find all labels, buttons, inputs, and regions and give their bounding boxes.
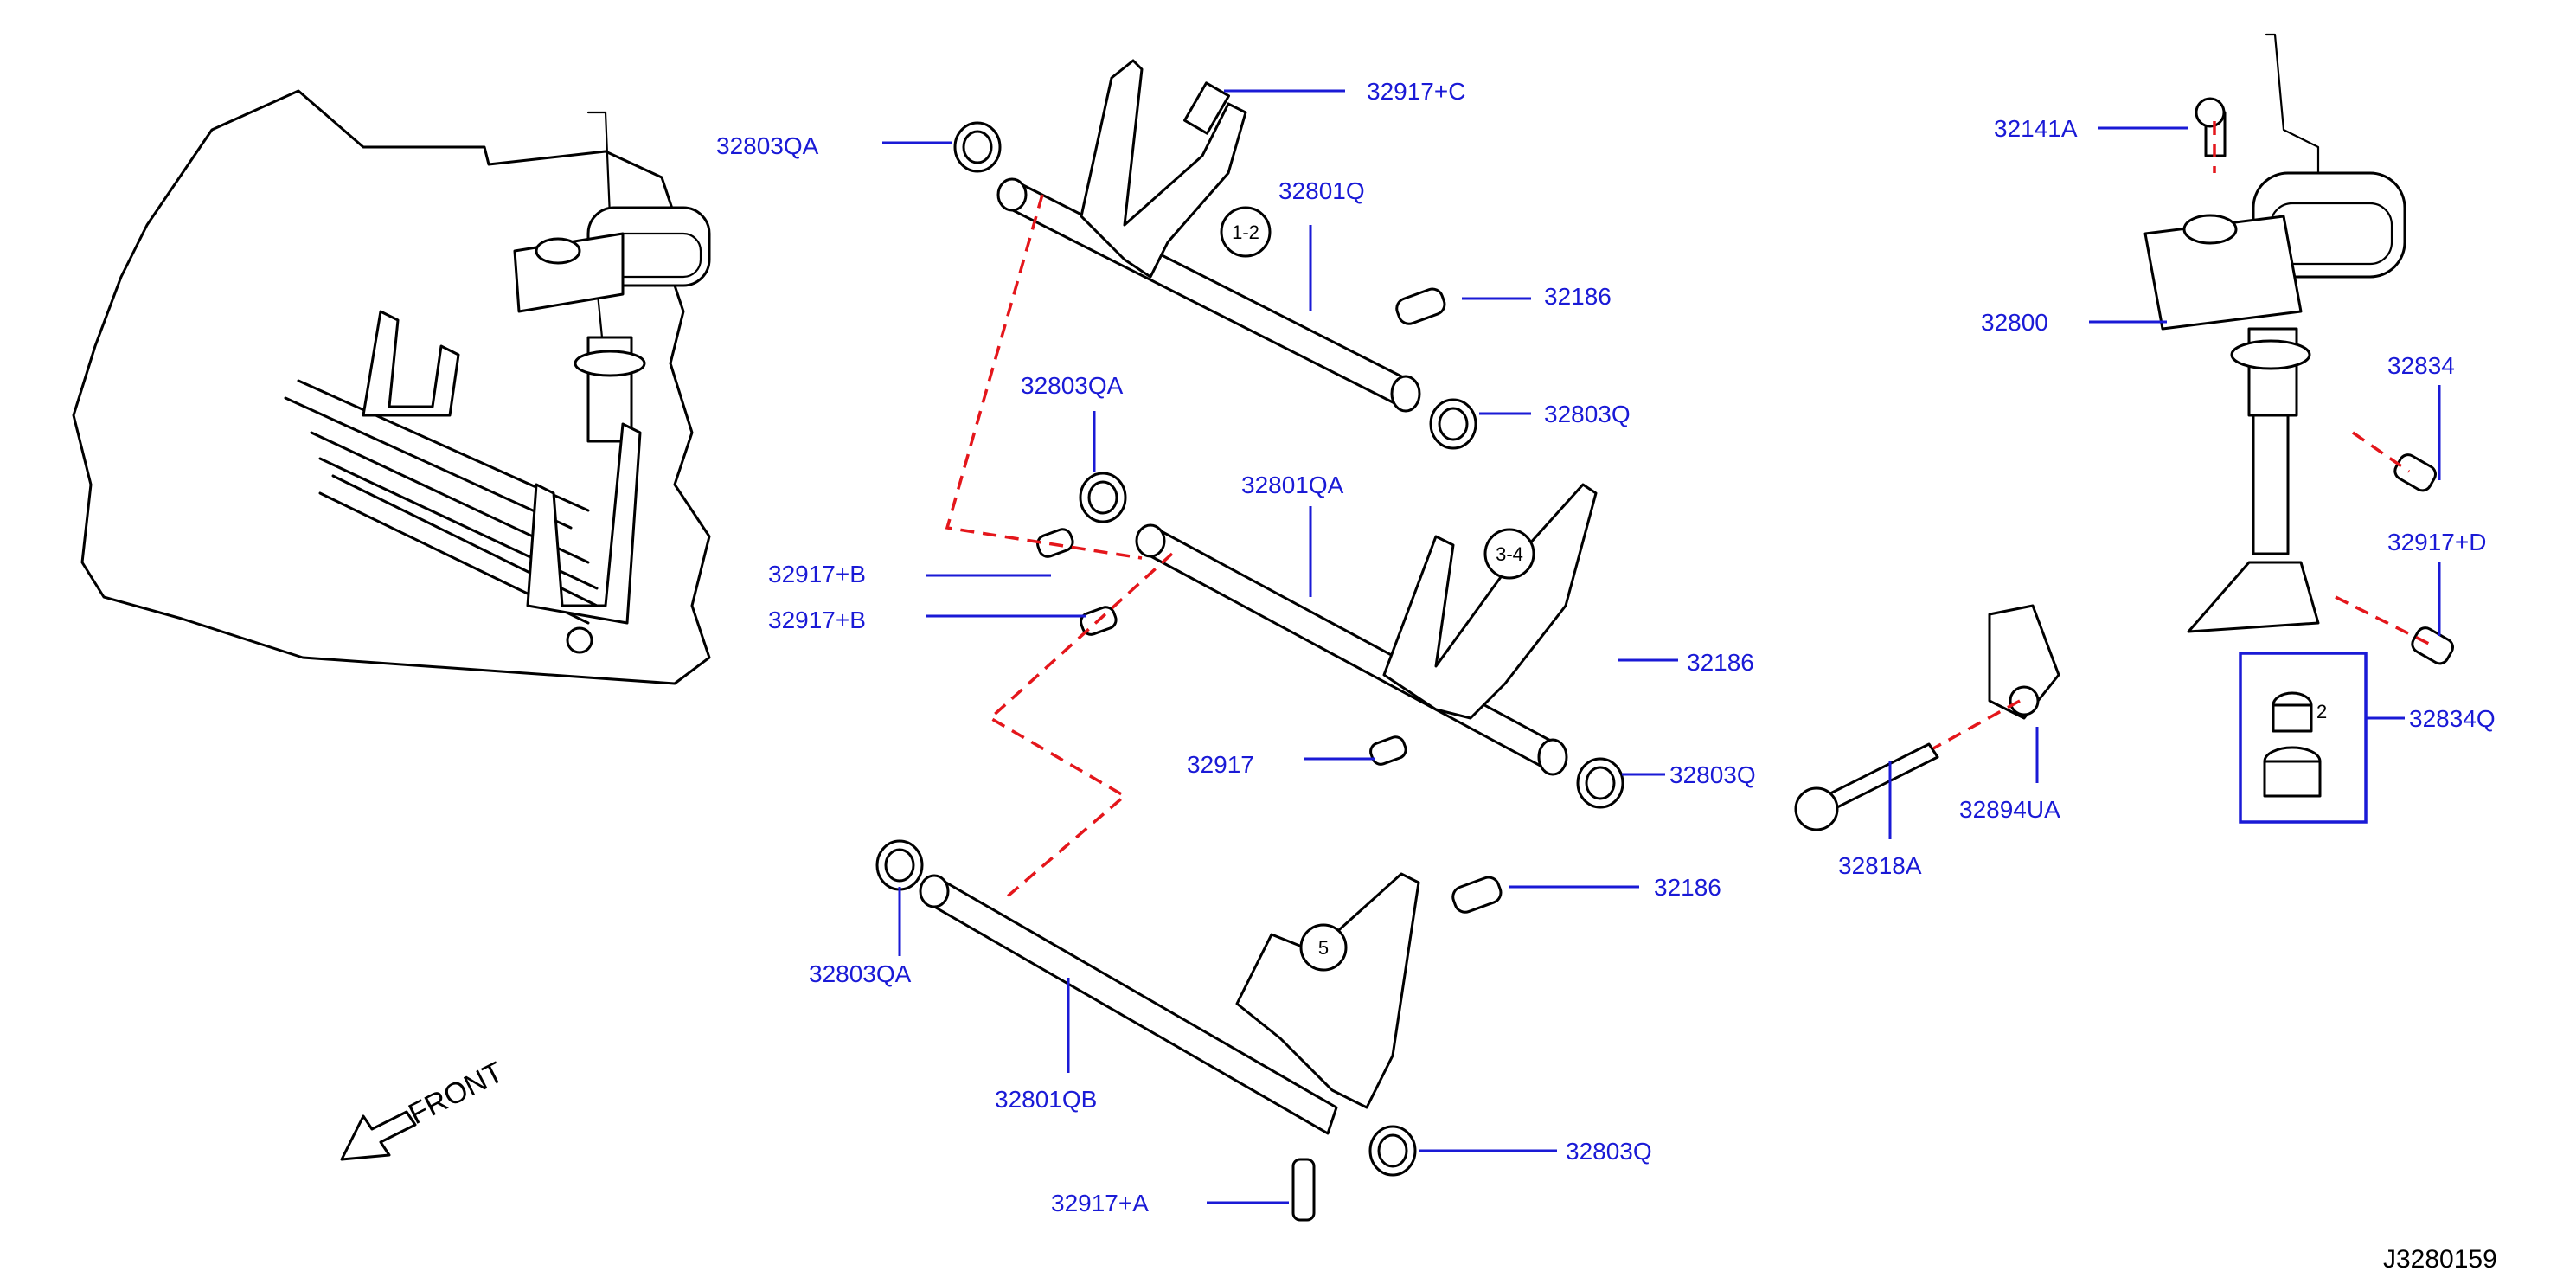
front-label: FRONT: [403, 1056, 509, 1131]
shift-control-illustration: [1794, 33, 2454, 831]
label-32917B-1: 32917+B: [768, 561, 866, 587]
label-32803QA-mid: 32803QA: [1021, 372, 1124, 399]
label-32803QA-low: 32803QA: [809, 960, 912, 987]
label-32894UA: 32894UA: [1959, 796, 2060, 823]
label-32917B-2: 32917+B: [768, 607, 866, 633]
label-32834: 32834: [2387, 352, 2455, 379]
gear-marker-3-4: 3-4: [1496, 543, 1523, 565]
label-32803Q-mid: 32803Q: [1669, 761, 1756, 788]
label-32801Q: 32801Q: [1278, 177, 1365, 204]
label-32803Q-low: 32803Q: [1566, 1138, 1652, 1165]
shift-rod-1-2-illustration: 1-2: [953, 59, 1477, 450]
shift-rod-5-illustration: 5: [875, 839, 1503, 1222]
shift-rod-3-4-illustration: 3-4: [1036, 472, 1624, 809]
label-32803Q-top: 32803Q: [1544, 401, 1631, 427]
diagram-code: J3280159: [2383, 1245, 2497, 1274]
detail-box-marker: 2: [2316, 701, 2327, 722]
label-32917D: 32917+D: [2387, 529, 2486, 555]
transmission-assembly-illustration: [72, 89, 711, 685]
label-32803QA-top: 32803QA: [716, 132, 819, 159]
label-32186-low: 32186: [1654, 874, 1721, 901]
label-32186-top: 32186: [1544, 283, 1612, 310]
label-32801QB: 32801QB: [995, 1086, 1097, 1113]
label-32141A: 32141A: [1994, 115, 2078, 142]
label-32801QA: 32801QA: [1241, 472, 1344, 498]
gear-marker-5: 5: [1318, 937, 1329, 959]
assembly-guide-lines: [945, 121, 2432, 902]
label-32917C: 32917+C: [1367, 78, 1465, 105]
label-32186-mid: 32186: [1687, 649, 1754, 676]
label-32818A: 32818A: [1838, 852, 1922, 879]
front-arrow: FRONT: [340, 1056, 509, 1161]
gear-marker-1-2: 1-2: [1232, 221, 1259, 243]
label-32917A: 32917+A: [1051, 1190, 1149, 1217]
label-32834Q: 32834Q: [2409, 705, 2496, 732]
detail-box-32834Q: 2: [2239, 652, 2368, 824]
part-labels: 32803QA 32917+C 32801Q 32186 32803Q 3280…: [716, 78, 2496, 1217]
leader-lines: [882, 89, 2441, 1204]
label-32917: 32917: [1187, 751, 1254, 778]
label-32800: 32800: [1981, 309, 2048, 336]
